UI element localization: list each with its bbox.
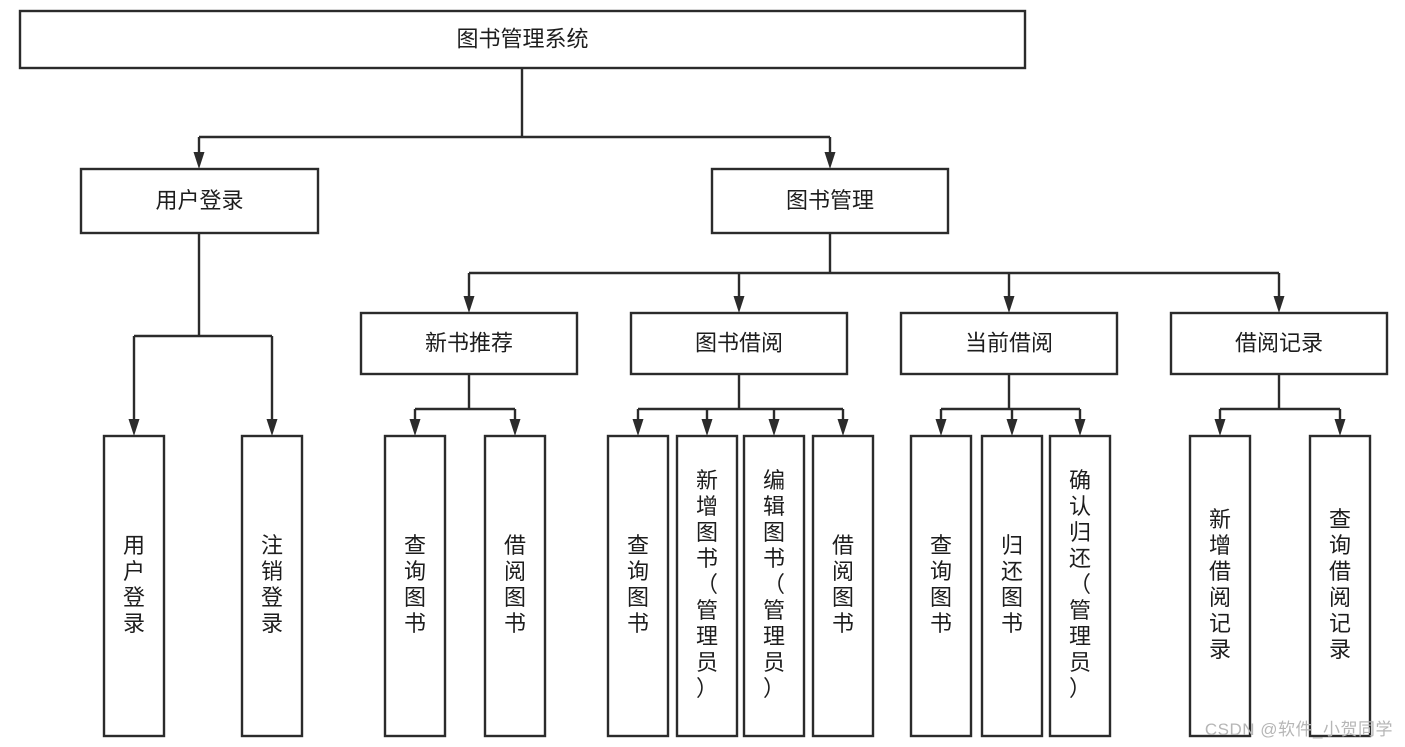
node-label: 图书借阅 [695,330,783,355]
node-book-borrow[interactable]: 图书借阅 [629,311,849,376]
arrow-head-icon [266,419,278,436]
node-label: 归还图书 [1001,533,1023,636]
node-label: 查询借阅记录 [1329,507,1351,662]
arrow-head-icon [1074,419,1086,436]
node-label: 图书管理 [786,188,874,213]
arrow-head-icon [1006,419,1018,436]
arrow-head-icon [1334,419,1346,436]
arrow-head-icon [768,419,780,436]
node-leaf-confirm-return[interactable]: 确认归还（管理员） [1048,434,1112,738]
node-box [980,434,1044,738]
arrow-head-icon [193,152,205,169]
arrow-head-icon [837,419,849,436]
node-box [742,434,806,738]
node-book-manage[interactable]: 图书管理 [710,167,950,235]
arrow-head-icon [824,152,836,169]
edge-group-l3_borrow_to_leaves [632,374,849,436]
node-label: 图书管理系统 [456,26,588,51]
node-leaf-borrow-book-1[interactable]: 借阅图书 [483,434,547,738]
node-box [359,311,579,376]
node-box [483,434,547,738]
node-label: 确认归还（管理员） [1069,468,1091,701]
node-leaf-borrow-book-2[interactable]: 借阅图书 [811,434,875,738]
node-box [102,434,166,738]
node-leaf-add-book[interactable]: 新增图书（管理员） [675,434,739,738]
arrow-head-icon [1214,419,1226,436]
node-leaf-return-book[interactable]: 归还图书 [980,434,1044,738]
arrow-head-icon [1003,296,1015,313]
node-borrow-record[interactable]: 借阅记录 [1169,311,1389,376]
node-label: 查询图书 [404,533,426,636]
node-box [240,434,304,738]
node-leaf-edit-book[interactable]: 编辑图书（管理员） [742,434,806,738]
node-box [383,434,447,738]
node-box [899,311,1119,376]
node-label: 借阅图书 [832,533,854,636]
node-box [811,434,875,738]
node-leaf-add-record[interactable]: 新增借阅记录 [1188,434,1252,738]
node-label: 当前借阅 [965,330,1053,355]
arrow-head-icon [463,296,475,313]
edge-group-l3_newbook_to_leaves [409,374,521,436]
edge-group-l3_record_to_leaves [1214,374,1346,436]
node-box [629,311,849,376]
node-label: 借阅图书 [504,533,526,636]
node-user-login[interactable]: 用户登录 [79,167,320,235]
node-leaf-user-login[interactable]: 用户登录 [102,434,166,738]
arrow-head-icon [935,419,947,436]
node-leaf-query-record[interactable]: 查询借阅记录 [1308,434,1372,738]
node-leaf-logout[interactable]: 注销登录 [240,434,304,738]
edge-layer [128,68,1346,436]
node-box [1048,434,1112,738]
node-leaf-query-book-2[interactable]: 查询图书 [606,434,670,738]
node-box [1188,434,1252,738]
node-box [606,434,670,738]
node-label: 查询图书 [627,533,649,636]
arrow-head-icon [128,419,140,436]
edge-group-l2_userlogin_to_leaves [128,233,278,436]
arrow-head-icon [1273,296,1285,313]
node-label: 新增借阅记录 [1209,507,1231,662]
node-leaf-query-book-3[interactable]: 查询图书 [909,434,973,738]
node-box [710,167,950,235]
arrow-head-icon [632,419,644,436]
edge-group-l3_current_to_leaves [935,374,1086,436]
node-label: 新书推荐 [425,330,513,355]
node-box [18,9,1027,70]
node-box [675,434,739,738]
arrow-head-icon [509,419,521,436]
node-label: 新增图书（管理员） [696,468,718,701]
node-label: 注销登录 [261,533,283,636]
node-label: 用户登录 [155,188,243,213]
node-current-borrow[interactable]: 当前借阅 [899,311,1119,376]
arrow-head-icon [733,296,745,313]
arrow-head-icon [409,419,421,436]
edge-group-l2_bookmanage_to_l3 [463,233,1285,313]
node-layer: 图书管理系统用户登录图书管理新书推荐图书借阅当前借阅借阅记录用户登录注销登录查询… [18,9,1389,738]
node-new-book-rec[interactable]: 新书推荐 [359,311,579,376]
node-label: 借阅记录 [1235,330,1323,355]
node-label: 查询图书 [930,533,952,636]
node-box [1169,311,1389,376]
node-box [909,434,973,738]
node-leaf-query-book-1[interactable]: 查询图书 [383,434,447,738]
node-label: 用户登录 [123,533,145,636]
node-root[interactable]: 图书管理系统 [18,9,1027,70]
arrow-head-icon [701,419,713,436]
node-box [1308,434,1372,738]
edge-group-root_to_l2 [193,68,836,169]
node-label: 编辑图书（管理员） [763,468,785,701]
node-box [79,167,320,235]
